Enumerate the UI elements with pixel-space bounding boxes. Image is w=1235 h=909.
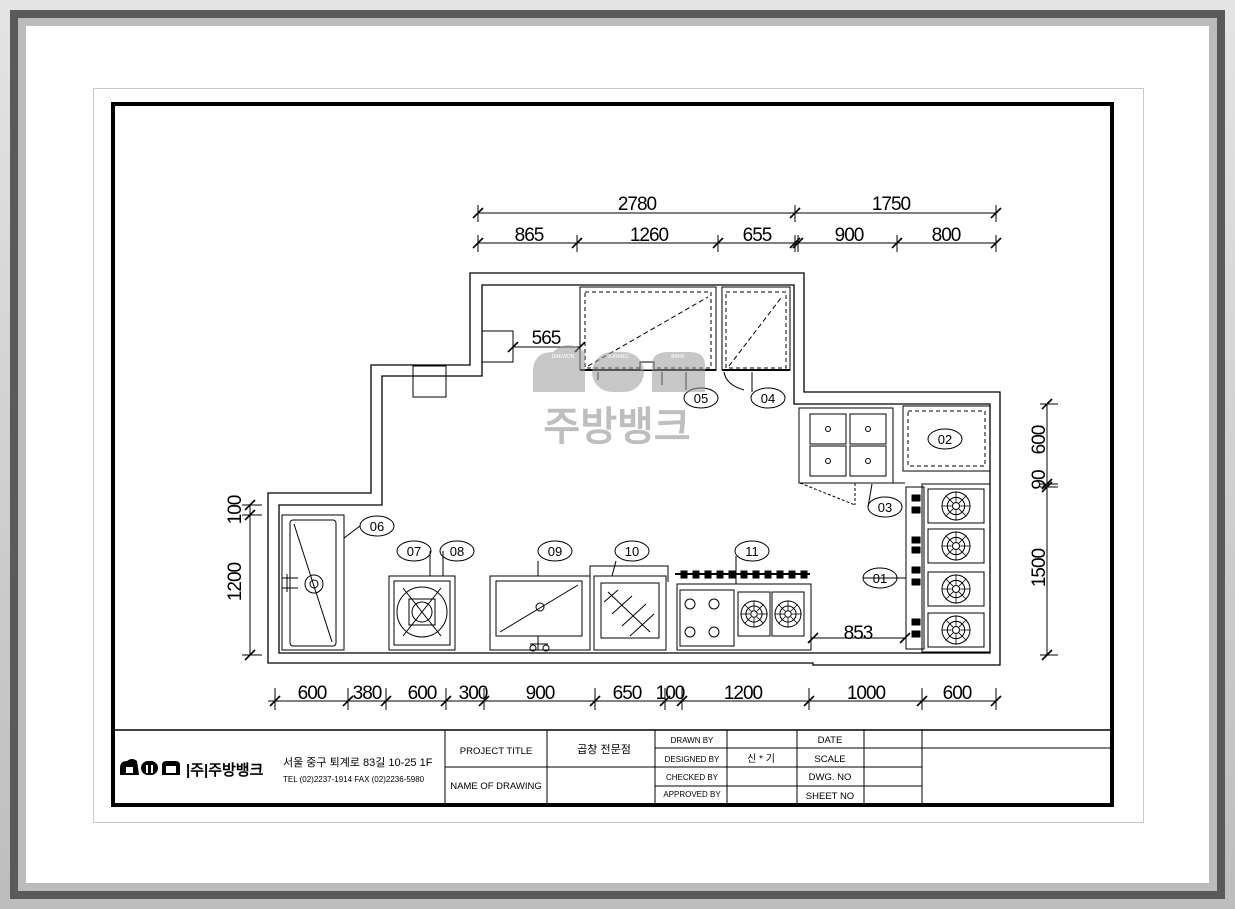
tag-08-label: 08: [450, 544, 464, 559]
dim-bottom: 300: [459, 683, 488, 704]
dim-bottom: 900: [526, 683, 555, 704]
dim-bottom: 1000: [847, 683, 886, 704]
tag-05-label: 05: [694, 391, 708, 406]
dim-left: 1200: [225, 562, 246, 601]
drawing-border: [111, 102, 1114, 807]
dwg-no-label: DWG. NO: [809, 772, 852, 783]
date-label: DATE: [818, 735, 843, 746]
dimension-labels: 2780 1750 865 1260 655 900 800 100 1200 600 90 1500…: [225, 194, 1050, 704]
title-block: [113, 729, 1112, 805]
watermark-logo-word-2: JURANG: [608, 354, 629, 360]
walls: [267, 272, 1001, 666]
dim-left: 100: [225, 495, 246, 524]
designed-by-label: DESIGNED BY: [665, 755, 720, 764]
dim-right: 600: [1029, 425, 1050, 454]
sink-06: [281, 514, 345, 651]
drawn-by-label: DRAWN BY: [671, 736, 714, 745]
dim-top-part: 800: [932, 225, 961, 246]
project-title-label: PROJECT TITLE: [460, 746, 533, 757]
dish-rack-10: [589, 565, 669, 651]
watermark-brand-text: 주방뱅크: [543, 405, 690, 449]
dim-bottom: 100: [656, 683, 685, 704]
burner-range-01: [905, 483, 991, 653]
tag-04-label: 04: [761, 391, 775, 406]
dim-bottom: 1200: [724, 683, 763, 704]
sheet-no-label: SHEET NO: [806, 791, 854, 802]
tag-07-label: 07: [407, 544, 421, 559]
tag-10-bubble: [614, 540, 650, 562]
tag-03-label: 03: [878, 500, 892, 515]
watermark-logo-icon: [533, 345, 705, 392]
sink-09: [489, 575, 591, 652]
company-tel-fax: TEL (02)2237-1914 FAX (02)2236-5980: [283, 775, 425, 784]
column-boxes: [412, 330, 514, 398]
tag-04-bubble: [750, 387, 786, 409]
dim-top-part: 865: [515, 225, 544, 246]
dim-inner: 853: [844, 623, 873, 644]
tag-09-label: 09: [548, 544, 562, 559]
dim-bottom: 600: [408, 683, 437, 704]
dim-bottom: 650: [613, 683, 642, 704]
dim-top-total: 2780: [618, 194, 657, 215]
watermark: DAEWON JURANG BANK 주방뱅크: [533, 345, 705, 449]
designed-by-value: 신 * 기: [747, 753, 775, 765]
dim-bottom: 600: [298, 683, 327, 704]
watermark-logo-word-1: DAEWON: [552, 354, 575, 360]
tag-09-bubble: [537, 540, 573, 562]
dim-top-part: 900: [835, 225, 864, 246]
stock-pot-stove-07: [388, 575, 456, 651]
dim-right: 90: [1029, 470, 1050, 490]
tag-02-label: 02: [938, 432, 952, 447]
dimension-lines: [242, 205, 1058, 710]
table-refrigerator-03: [798, 407, 905, 506]
tag-02-bubble: [927, 428, 963, 450]
dim-inner: 565: [532, 328, 561, 349]
project-title-value: 곱창 전문점: [577, 743, 631, 756]
approved-by-label: APPROVED BY: [663, 790, 721, 799]
tag-08-bubble: [439, 540, 475, 562]
checked-by-label: CHECKED BY: [666, 773, 719, 782]
tag-06-label: 06: [370, 519, 384, 534]
dim-top-part: 655: [743, 225, 772, 246]
dim-bottom: 380: [353, 683, 382, 704]
tag-11-label: 11: [745, 544, 759, 559]
tag-07-bubble: [396, 540, 432, 562]
tag-11-bubble: [734, 540, 770, 562]
dim-bottom: 600: [943, 683, 972, 704]
refrigerator-04: [721, 286, 791, 392]
watermark-logo-word-3: BANK: [671, 354, 685, 360]
tag-10-label: 10: [625, 544, 639, 559]
dim-right: 1500: [1029, 548, 1050, 587]
company-address: 서울 중구 퇴계로 83길 10-25 1F: [283, 756, 433, 769]
dim-top-total: 1750: [872, 194, 911, 215]
name-of-drawing-label: NAME OF DRAWING: [450, 781, 541, 792]
company-name: |주|주방뱅크: [186, 761, 264, 779]
title-block-text: |주|주방뱅크 서울 중구 퇴계로 83길 10-25 1F TEL (02)2…: [186, 735, 854, 802]
scale-label: SCALE: [814, 754, 845, 765]
dim-top-part: 1260: [630, 225, 669, 246]
work-table-02: [902, 405, 991, 472]
